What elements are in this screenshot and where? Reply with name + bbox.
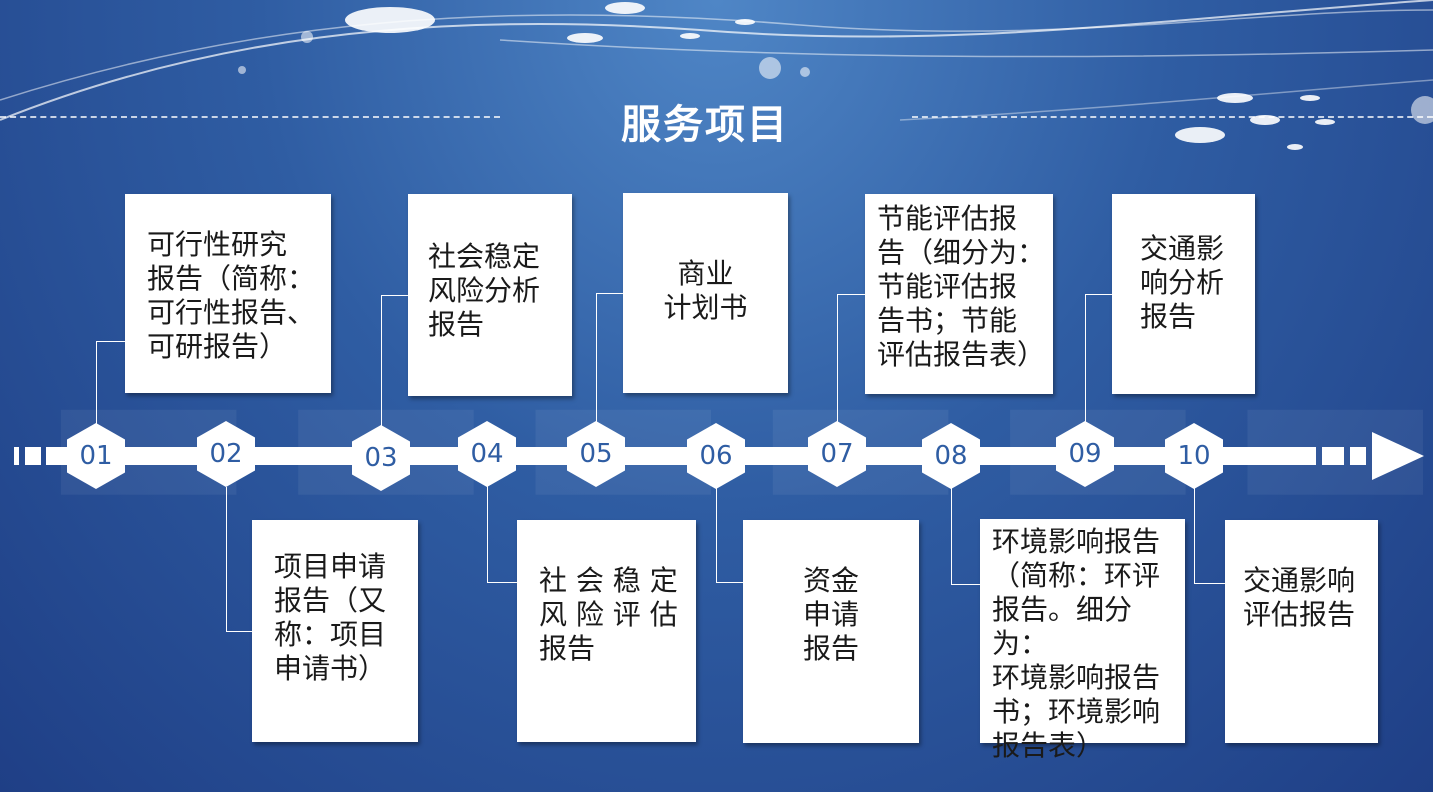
connector-06	[716, 488, 744, 583]
step-number-07: 07	[808, 421, 866, 487]
step-number-05: 05	[567, 421, 625, 487]
connector-08	[951, 488, 981, 585]
step-card-03: 社会稳定 风险分析 报告	[408, 194, 572, 396]
step-card-08: 环境影响报告 （简称：环评 报告。细分为： 环境影响报告 书；环境影响 报告表）	[980, 519, 1185, 762]
connector-04	[487, 486, 518, 583]
step-card-06: 资金 申请 报告	[743, 520, 919, 743]
title-divider-left	[0, 116, 500, 118]
connector-09	[1085, 294, 1113, 426]
step-card-04: 社 会 稳 定 风 险 评 估 报告	[517, 520, 696, 742]
step-card-10: 交通影响 评估报告	[1225, 520, 1378, 743]
connector-02	[226, 487, 253, 632]
step-number-06: 06	[687, 423, 745, 489]
step-card-01: 可行性研究 报告（简称： 可行性报告、 可研报告）	[125, 194, 331, 393]
connector-01	[96, 341, 126, 431]
connector-05	[596, 293, 624, 425]
step-card-05: 商业 计划书	[623, 193, 788, 393]
page-title: 服务项目	[621, 102, 789, 148]
step-card-02: 项目申请 报告（又 称：项目 申请书）	[252, 520, 418, 742]
step-number-08: 08	[922, 423, 980, 489]
connector-10	[1194, 487, 1226, 584]
title-divider-right	[912, 116, 1433, 118]
step-number-02: 02	[197, 421, 255, 487]
arrow-head-icon	[1372, 432, 1424, 480]
step-card-09: 交通影 响分析 报告	[1112, 194, 1255, 394]
connector-07	[837, 294, 866, 426]
connector-03	[381, 295, 409, 427]
step-card-07: 节能评估报 告（细分为： 节能评估报 告书；节能 评估报告表）	[865, 194, 1053, 394]
